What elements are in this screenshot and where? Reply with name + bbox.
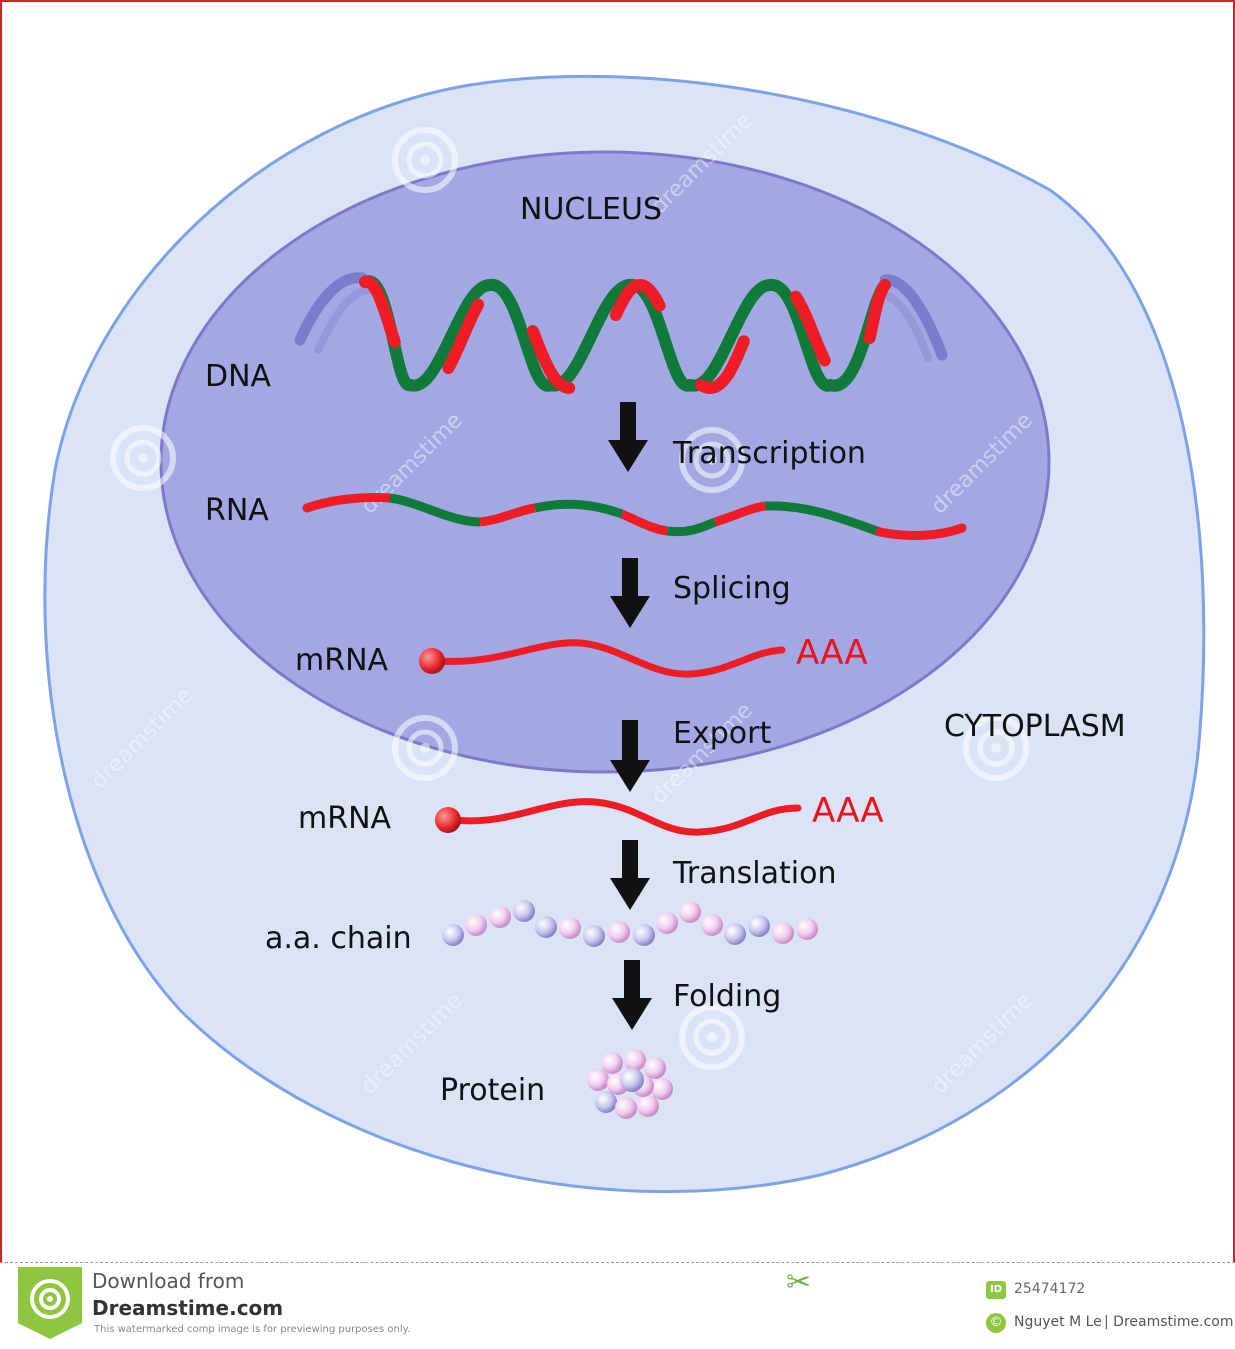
step-export-label: Export (673, 716, 771, 751)
download-from-text: Download from (92, 1269, 245, 1293)
stock-footer: Download from Dreamstime.com This waterm… (0, 1262, 1235, 1349)
mrna-cap (435, 807, 461, 833)
mrna-cytoplasm-label: mRNA (298, 801, 392, 836)
arrow-export (610, 720, 650, 792)
step-translation-label: Translation (672, 856, 836, 891)
id-badge-icon: ID (986, 1281, 1006, 1299)
polya-tail-label-1: AAA (796, 633, 868, 673)
watermark-spirals (110, 127, 1029, 1070)
dreamstime-logo-icon[interactable] (18, 1267, 82, 1339)
process-arrows (608, 402, 652, 1030)
mrna-nucleus (419, 639, 786, 678)
aa-chain-label: a.a. chain (265, 921, 412, 956)
mrna-cap (419, 648, 445, 674)
dna-helix (294, 272, 948, 395)
site-credit[interactable]: | Dreamstime.com (1104, 1314, 1234, 1330)
protein-label: Protein (440, 1073, 545, 1108)
site-name-link[interactable]: Dreamstime.com (92, 1296, 284, 1320)
arrow-transcription (608, 402, 648, 472)
arrow-splicing (610, 558, 650, 628)
folded-protein (587, 1049, 673, 1119)
copyright-icon: © (986, 1313, 1006, 1333)
watermark-disclaimer: This watermarked comp image is for previ… (94, 1324, 411, 1335)
arrow-folding (612, 960, 652, 1030)
protein-synthesis-diagram: dreamstime dreamstime dreamstime dreamst… (43, 74, 1206, 1194)
mrna-cytoplasm (435, 798, 802, 836)
arrow-translation (610, 840, 650, 910)
cytoplasm-label: CYTOPLASM (944, 709, 1126, 744)
amino-acid-chain (442, 900, 818, 947)
nucleus-label: NUCLEUS (520, 192, 662, 227)
mrna-nucleus-label: mRNA (295, 643, 389, 678)
dna-label: DNA (205, 359, 272, 394)
image-id: 25474172 (1014, 1281, 1086, 1297)
scissors-icon: ✂ (786, 1265, 812, 1300)
step-transcription-label: Transcription (672, 436, 866, 471)
nucleus-membrane (159, 150, 1051, 774)
rna-strand (302, 493, 967, 540)
polya-tail-label-2: AAA (812, 791, 884, 831)
author-name[interactable]: Nguyet M Le (1014, 1314, 1102, 1330)
rna-label: RNA (205, 493, 269, 528)
step-folding-label: Folding (673, 979, 781, 1014)
step-splicing-label: Splicing (673, 571, 791, 606)
